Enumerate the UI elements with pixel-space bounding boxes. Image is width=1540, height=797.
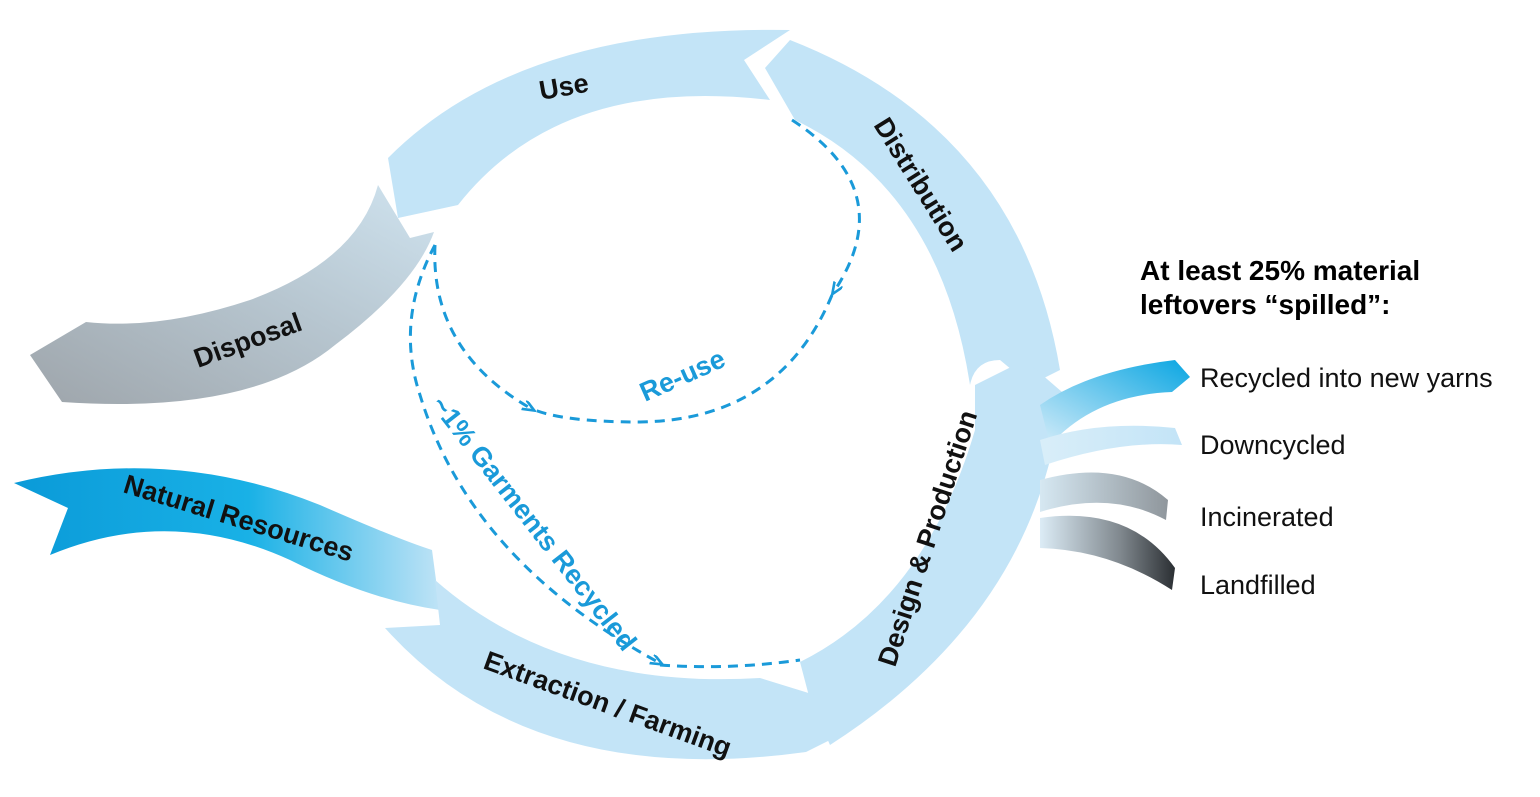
- incinerated-arrow: [1040, 472, 1168, 520]
- leftover-recycled-into-new-yarns: Recycled into new yarns: [1200, 363, 1493, 393]
- leftovers-title-line1: At least 25% material: [1140, 255, 1420, 286]
- recycled-yarns-arrow: [1040, 360, 1190, 445]
- disposal-arrow: [30, 185, 434, 405]
- natural-resources-arrow: [14, 468, 440, 610]
- reuse-flow-bottom: [529, 294, 834, 424]
- garments-recycled-flow: [408, 244, 658, 662]
- design-production-segment: [800, 360, 1062, 745]
- extraction-farming-segment: [385, 580, 830, 760]
- reuse-label: Re-use: [635, 343, 729, 407]
- leftover-incinerated: Incinerated: [1200, 502, 1334, 532]
- use-segment: [388, 29, 790, 218]
- landfilled-arrow: [1040, 515, 1175, 590]
- distribution-segment: [765, 40, 1060, 385]
- reuse-flow-left: [433, 244, 530, 408]
- downcycled-arrow: [1040, 425, 1182, 465]
- leftover-downcycled: Downcycled: [1200, 430, 1346, 460]
- garments-recycled-flow-tail: [659, 658, 801, 669]
- leftovers-title-line2: leftovers “spilled”:: [1140, 289, 1391, 320]
- leftover-landfilled: Landfilled: [1200, 570, 1316, 600]
- reuse-flow-line: [791, 118, 861, 290]
